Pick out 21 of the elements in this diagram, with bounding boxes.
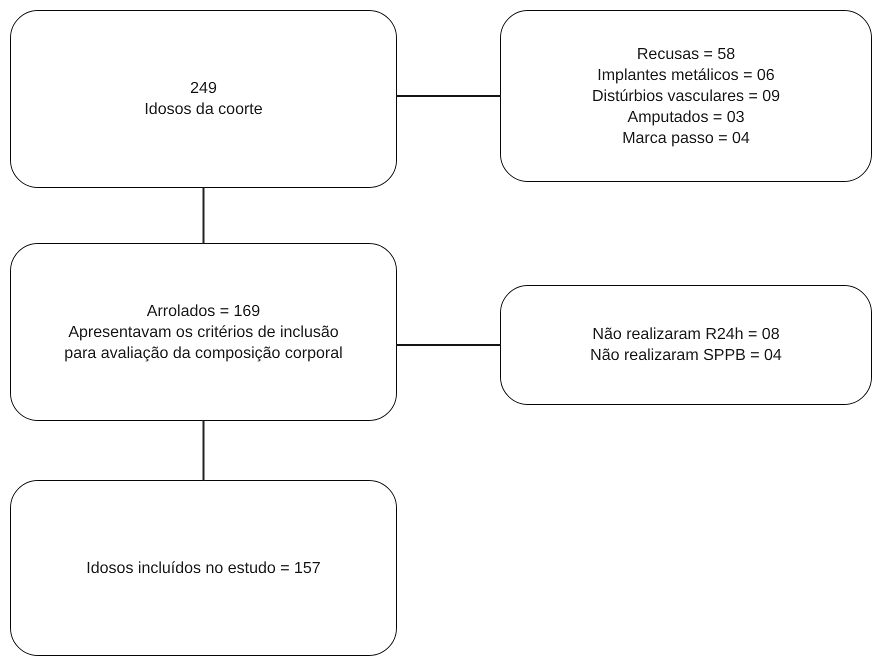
- rounded-box: [10, 10, 397, 188]
- rounded-box: [500, 10, 872, 182]
- box-text: Não realizaram SPPB = 04: [590, 346, 782, 366]
- box-text: Distúrbios vasculares = 09: [592, 86, 780, 106]
- box-text: Implantes metálicos = 06: [597, 66, 775, 86]
- rounded-box: [10, 480, 397, 656]
- box-text: Apresentavam os critérios de inclusão para avaliação da composição corporal: [63, 322, 344, 364]
- connector-line: [397, 95, 500, 97]
- rounded-box: [10, 243, 397, 421]
- rounded-box: [500, 285, 872, 405]
- connector-line: [202, 421, 204, 480]
- box-text: Idosos incluídos no estudo = 157: [86, 558, 321, 578]
- box-text: 249: [190, 79, 217, 99]
- connector-line: [202, 188, 204, 243]
- box-text: Idosos da coorte: [144, 100, 263, 120]
- box-text: Amputados = 03: [628, 108, 744, 128]
- box-text: Arrolados = 169: [146, 302, 260, 322]
- box-text: Recusas = 58: [636, 44, 736, 64]
- connector-line: [397, 344, 500, 346]
- box-text: Marca passo = 04: [622, 128, 750, 148]
- box-text: Não realizaram R24h = 08: [592, 325, 780, 345]
